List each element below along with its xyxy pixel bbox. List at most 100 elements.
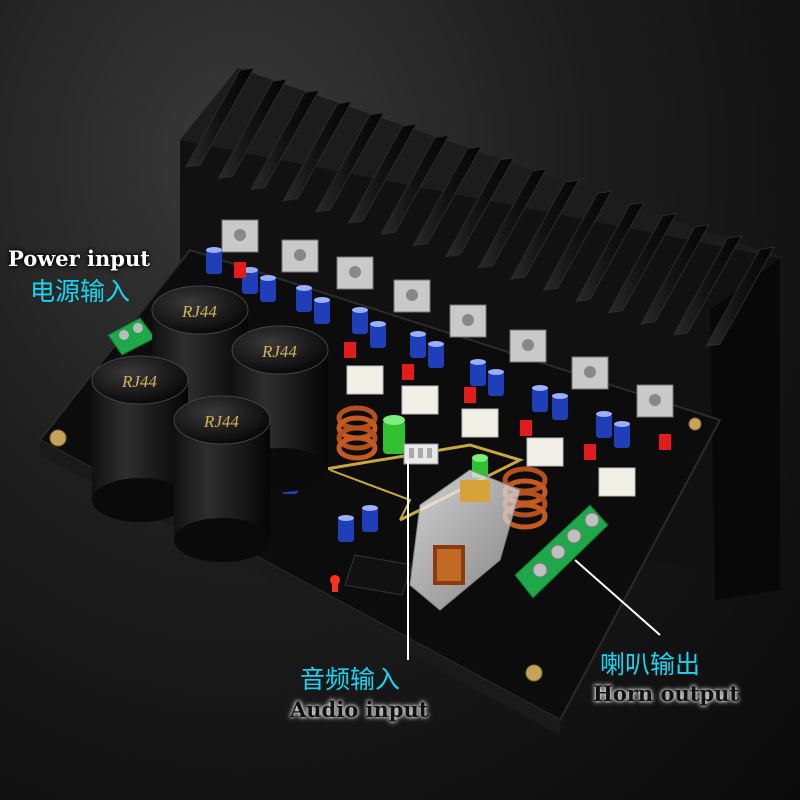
green-capacitors xyxy=(383,415,488,478)
audio-input-connector xyxy=(403,443,439,465)
copper-coil-right xyxy=(502,466,548,530)
capacitor-top xyxy=(428,341,444,347)
transistor-hole xyxy=(234,229,246,241)
red-component xyxy=(344,342,356,358)
heatsink-fin xyxy=(250,89,320,191)
heatsink-fin xyxy=(672,235,743,336)
heatsink-fin xyxy=(575,201,645,303)
film-capacitor xyxy=(598,467,636,497)
capacitor-top xyxy=(362,505,378,511)
red-component xyxy=(659,434,671,450)
heatsink-fin xyxy=(380,134,450,235)
power-input-label-cn: 电源输入 xyxy=(30,277,131,306)
capacitor-top xyxy=(488,369,504,375)
heatsink-fin xyxy=(705,246,775,347)
horn-output-label-en: Horn output xyxy=(593,681,740,706)
ic-chip xyxy=(344,554,413,596)
capacitor-body xyxy=(552,396,568,420)
heatsink-fin xyxy=(445,156,515,258)
heatsink-fin xyxy=(282,100,353,202)
heatsink-fin xyxy=(640,224,710,325)
capacitor-top xyxy=(352,307,368,313)
heatsink-fin xyxy=(607,212,678,314)
capacitor-body xyxy=(338,518,354,542)
capacitor-body xyxy=(428,344,444,368)
film-capacitor xyxy=(526,437,564,467)
heatsink-fin xyxy=(477,168,548,269)
power-transistors xyxy=(221,219,674,418)
capacitor-body xyxy=(370,324,386,348)
film-capacitor xyxy=(346,365,384,395)
heatsink-fin xyxy=(347,123,418,224)
capacitor-body xyxy=(532,388,548,412)
heatsink-fins xyxy=(185,67,775,347)
red-led xyxy=(330,575,340,592)
audio-input-label-cn: 音频输入 xyxy=(300,665,401,694)
mounting-screws xyxy=(49,417,702,682)
capacitor-top xyxy=(614,421,630,427)
capacitor-top xyxy=(296,285,312,291)
red-component xyxy=(464,387,476,403)
capacitor-body xyxy=(314,300,330,324)
capacitor-top xyxy=(532,385,548,391)
capacitor-top xyxy=(596,411,612,417)
copper-coil-left xyxy=(336,405,378,461)
heatsink-fin xyxy=(412,145,483,247)
terminal-screw xyxy=(566,528,582,544)
capacitor-top xyxy=(206,247,222,253)
capacitor-body xyxy=(614,424,630,448)
red-component xyxy=(584,444,596,460)
transistor-hole xyxy=(349,266,361,278)
capacitor-top xyxy=(314,297,330,303)
large-capacitor: RJ44 xyxy=(173,395,271,562)
transistor-hole xyxy=(294,249,306,261)
capacitor-label: RJ44 xyxy=(121,372,157,391)
red-component xyxy=(234,262,246,278)
red-components xyxy=(234,262,671,460)
horn-output-terminal xyxy=(514,504,609,599)
capacitor-body xyxy=(410,334,426,358)
capacitor-body xyxy=(260,278,276,302)
film-capacitor xyxy=(461,408,499,438)
capacitor-label: RJ44 xyxy=(203,412,239,431)
capacitor-body xyxy=(206,250,222,274)
capacitor-body xyxy=(596,414,612,438)
film-capacitors xyxy=(346,365,636,497)
heatsink-fin xyxy=(510,179,580,280)
capacitor-top xyxy=(470,359,486,365)
heatsink-fin xyxy=(217,78,288,179)
terminal-screw xyxy=(584,512,600,528)
capacitor-label: RJ44 xyxy=(181,302,217,321)
relay xyxy=(409,469,521,611)
red-component xyxy=(402,364,414,380)
capacitor-body xyxy=(488,372,504,396)
heatsink-fin xyxy=(185,67,255,168)
power-input-label-en: Power input xyxy=(8,246,150,271)
transistor-hole xyxy=(406,289,418,301)
transistor-hole xyxy=(522,339,534,351)
heatsink-fin xyxy=(315,112,385,213)
capacitor-top xyxy=(552,393,568,399)
terminal-screw xyxy=(532,562,548,578)
capacitor-body xyxy=(296,288,312,312)
capacitor-body xyxy=(362,508,378,532)
transistor-hole xyxy=(462,314,474,326)
pointer-lines xyxy=(407,460,661,660)
transistor-hole xyxy=(649,394,661,406)
capacitor-top xyxy=(260,275,276,281)
terminal-screw xyxy=(550,544,566,560)
film-capacitor xyxy=(401,385,439,415)
capacitor-top xyxy=(410,331,426,337)
horn-output-label-cn: 喇叭输出 xyxy=(600,650,701,679)
capacitor-label: RJ44 xyxy=(261,342,297,361)
capacitor-body xyxy=(352,310,368,334)
heatsink-fin xyxy=(542,190,613,291)
capacitor-body xyxy=(470,362,486,386)
transistor-hole xyxy=(584,366,596,378)
capacitor-top xyxy=(370,321,386,327)
red-component xyxy=(520,420,532,436)
audio-input-label-en: Audio input xyxy=(290,697,429,722)
